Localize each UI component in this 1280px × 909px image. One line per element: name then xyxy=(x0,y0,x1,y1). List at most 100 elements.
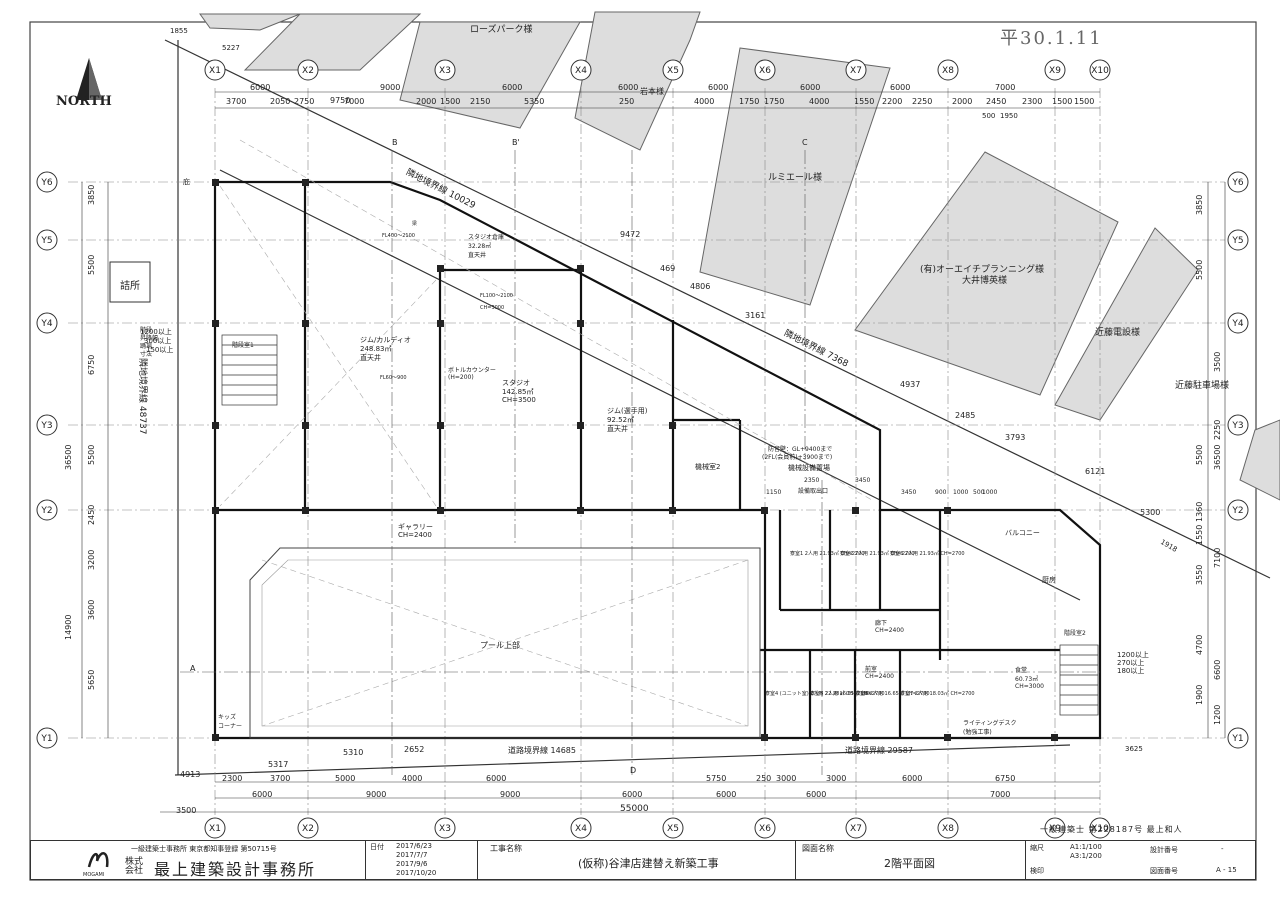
right-misc: 270以上 xyxy=(1117,659,1145,667)
left-dim: 3850 xyxy=(87,184,96,205)
floor-note: FL60～900 xyxy=(380,375,407,381)
stair-note: 昇降幅 xyxy=(140,335,159,342)
grid-x-bubble xyxy=(297,59,319,81)
bottom-dim-2: 6000 xyxy=(622,790,643,799)
top-dim-2: 4000 xyxy=(809,97,830,106)
grid-x-bottom-bubble xyxy=(1089,817,1111,839)
neighbor-name: (有)オーエイチプランニング様 xyxy=(920,265,1045,275)
boundary-label: 6121 xyxy=(1085,467,1106,476)
grid-y-label: Y6 xyxy=(40,178,52,188)
room-gallery: CH=2400 xyxy=(398,531,432,539)
office-box xyxy=(109,261,151,303)
grid-x-bottom-bubble xyxy=(937,817,959,839)
room-stair-1: 階段室1 xyxy=(232,342,254,349)
right-dim: 3550 xyxy=(1195,564,1204,585)
grid-y-bubble xyxy=(36,171,58,193)
top-dim-2: 250 xyxy=(619,97,635,106)
bottom-dim-1: 5000 xyxy=(335,774,356,783)
room-corridor: CH=2400 xyxy=(875,627,904,634)
room-gym-athlete: ジム(選手用) xyxy=(607,407,648,415)
neighbor-name: 岩本様 xyxy=(640,87,664,96)
room-gym-calgio: 直天井 xyxy=(360,354,381,362)
office-name: 最上建築設計事務所 xyxy=(154,860,317,879)
date-label: 日付 xyxy=(370,843,384,851)
top-dim-1: 6000 xyxy=(708,83,729,92)
boundary-lines xyxy=(164,39,1271,776)
plan-note: 3450 xyxy=(901,489,917,496)
plan-note: 2350 xyxy=(804,477,820,484)
office-registration: 一級建築士事務所 東京都知事登録 第50715号 xyxy=(131,845,277,853)
plan-note: 1000 xyxy=(953,489,969,496)
left-dim: 5500 xyxy=(87,254,96,275)
grid-y-right-bubble xyxy=(1227,727,1249,749)
dimension-lines xyxy=(81,91,1226,813)
room-studio: 142.85㎡ xyxy=(502,388,534,396)
date-2: 2017/7/7 xyxy=(396,851,428,859)
sheet-no-label: 図面番号 xyxy=(1150,867,1178,875)
bottom-left-dim: 4913 xyxy=(180,770,201,779)
room-gym-athlete: 92.52㎡ xyxy=(607,416,635,424)
bottom-dim-2: 6000 xyxy=(716,790,737,799)
top-dim-2: 1500 xyxy=(1052,97,1073,106)
bottom-dim-1: 2300 xyxy=(222,774,243,783)
left-misc: 5227 xyxy=(222,44,240,52)
stairs xyxy=(221,334,1099,716)
grid-y-right-label: Y2 xyxy=(1231,506,1243,516)
bottom-dim-1: 6750 xyxy=(995,774,1016,783)
bottom-left-dim: 5310 xyxy=(343,748,364,757)
grid-y-bubble xyxy=(36,229,58,251)
room-dining: 食堂 xyxy=(1015,667,1028,674)
right-misc: 1200以上 xyxy=(1117,651,1149,659)
grid-y-label: Y3 xyxy=(40,421,52,431)
boundary-label: 4937 xyxy=(900,380,921,389)
top-dim-1: 6000 xyxy=(502,83,523,92)
grid-y-right-label: Y1 xyxy=(1231,734,1243,744)
plan-note: 900 xyxy=(935,489,947,496)
grid-x-bottom-label: X6 xyxy=(759,824,771,834)
top-dim-2: 4000 xyxy=(694,97,715,106)
grid-y-label: Y2 xyxy=(40,506,52,516)
boundary-label: 9750 xyxy=(330,96,351,105)
right-dim: 1900 xyxy=(1195,684,1204,705)
design-no-label: 設計番号 xyxy=(1150,846,1178,854)
grid-x-label: X1 xyxy=(209,66,221,76)
grid-x-bottom-bubble xyxy=(662,817,684,839)
floor-note: FL400～2100 xyxy=(382,233,415,239)
room-writing-desk: ライティングデスク xyxy=(963,720,1017,727)
section-lines xyxy=(180,150,1100,775)
neighbor-buildings xyxy=(199,11,1280,501)
room-dorm-upper: 寮室1 2人用 21.93㎡ CH=2700 xyxy=(790,551,865,557)
top-dim-2: 2200 xyxy=(882,97,903,106)
grid-x-label: X8 xyxy=(942,66,954,76)
right-dim: 6600 xyxy=(1213,659,1222,680)
left-misc: 1855 xyxy=(170,27,188,35)
room-machine-2: 機械室2 xyxy=(695,463,721,471)
drawing-name-cell: 図面名称 2階平面図 xyxy=(796,841,1026,879)
room-dorm-upper: 寮室3 2人用 21.93㎡ CH=2700 xyxy=(890,551,965,557)
grid-x-label: X7 xyxy=(850,66,862,76)
grid-x-label: X2 xyxy=(302,66,314,76)
grid-y-right-bubble xyxy=(1227,229,1249,251)
bottom-dim-1: 3700 xyxy=(270,774,291,783)
date-1: 2017/6/23 xyxy=(396,842,432,850)
grid-y-right-label: Y5 xyxy=(1231,236,1243,246)
date-3: 2017/9/6 xyxy=(396,860,428,868)
office-cell: MOGAMI 一級建築士事務所 東京都知事登録 第50715号 株式会社 最上建… xyxy=(31,841,366,879)
plan-note: 防音壁：GL+9400まで xyxy=(768,446,833,453)
room-dorm-lower: 寮室7 2人用 18.03㎡ CH=2700 xyxy=(900,691,975,697)
scale-a1: A1:1/100 xyxy=(1070,843,1102,851)
right-dim: 2250 xyxy=(1213,419,1222,440)
room-gym-calgio: 248.83㎡ xyxy=(360,345,392,353)
floor-note: FL100～2100 xyxy=(480,293,513,299)
right-misc: 500 xyxy=(982,112,996,120)
stair-note: 寸法 xyxy=(140,351,153,358)
room-bottle-counter: (H=200) xyxy=(448,374,474,381)
grid-x-bubble xyxy=(204,59,226,81)
room-kids-corner: キッズ xyxy=(218,714,237,721)
top-dim-2: 2000 xyxy=(952,97,973,106)
stair-note: 踊場 xyxy=(140,343,153,350)
plan-note: 1150 xyxy=(766,489,782,496)
top-dim-2: 7000 xyxy=(344,97,365,106)
plan-note: 1000 xyxy=(982,489,998,496)
grid-x-bottom-label: X2 xyxy=(302,824,314,834)
